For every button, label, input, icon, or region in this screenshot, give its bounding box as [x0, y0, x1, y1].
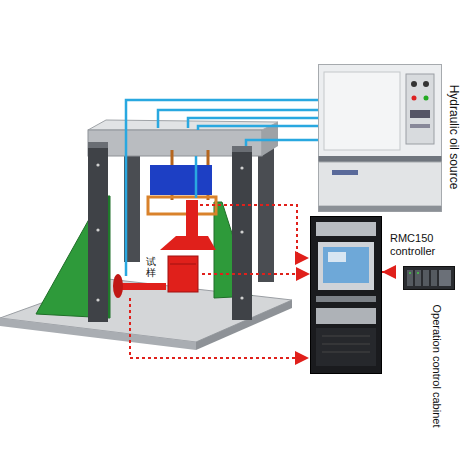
controller-device-picture [431, 270, 437, 286]
hydraulic-oil-source-picture [410, 124, 430, 128]
hydraulic-oil-source-picture [319, 156, 442, 162]
control-cabinet-picture [316, 308, 376, 324]
actuator-frame [113, 150, 216, 298]
control-cabinet-picture [318, 242, 374, 290]
hydraulic-oil-source-picture [319, 206, 442, 212]
signal-line [130, 205, 309, 358]
specimen-label: 试样 [146, 256, 156, 278]
hydraulic-oil-source-picture [324, 72, 400, 150]
control-cabinet-picture [316, 328, 376, 366]
support-brace [36, 196, 252, 318]
controller-device-picture [439, 270, 451, 286]
hydraulic-oil-source-picture [423, 81, 429, 87]
hydraulic-oil-source-picture [319, 162, 442, 206]
signal-line [130, 298, 309, 358]
hydraulic-oil-source: Hydraulic oil source [318, 64, 442, 212]
actuator-disk [113, 274, 123, 298]
hydraulic-oil-source-picture [318, 64, 442, 212]
orange-frame [148, 197, 216, 214]
specimen-box-picture [170, 264, 196, 265]
controller-device-picture [407, 270, 413, 286]
vertical-actuator [186, 200, 198, 238]
signal-line [200, 205, 309, 258]
controller-device-picture [417, 272, 419, 274]
load-plate [160, 236, 216, 250]
hydraulic-oil-source-picture [332, 170, 358, 175]
front-column [88, 142, 108, 148]
device-label: Hydraulic oil source [447, 85, 461, 190]
control-cabinet-picture [323, 247, 369, 283]
bolt [96, 228, 99, 231]
hydraulic-oil-source-picture [319, 65, 442, 212]
controller-device-picture [409, 272, 411, 274]
bolt [240, 296, 243, 299]
specimen-box-picture [166, 252, 200, 296]
controller-device-picture [423, 270, 429, 286]
hydraulic-oil-source-picture [411, 81, 417, 87]
control-cabinet-picture [310, 216, 382, 374]
actuator-block [150, 165, 212, 195]
front-column [232, 146, 252, 152]
controller-device: RMC150 controller [390, 232, 458, 292]
hydraulic-oil-source-picture [406, 74, 434, 144]
front-column [232, 146, 252, 320]
control-cabinet-picture [322, 352, 370, 353]
hydraulic-line [246, 140, 318, 146]
control-cabinet: Operation control cabinet [310, 216, 382, 374]
back-column [258, 140, 274, 282]
hydraulic-line [198, 126, 318, 130]
control-cabinet-picture [316, 296, 376, 302]
hydraulic-line [195, 156, 198, 198]
specimen-box: 试样 [142, 252, 202, 296]
bolt [96, 163, 99, 166]
control-cabinet-picture [328, 252, 346, 262]
hydraulic-oil-source-picture [410, 110, 430, 118]
device-label: Operation control cabinet [430, 305, 443, 428]
signal-connector [202, 273, 310, 275]
device-label: RMC150 controller [390, 232, 454, 258]
label-holder: Operation control cabinet [429, 305, 447, 428]
control-cabinet-picture [311, 217, 382, 374]
signal-connector [382, 271, 390, 273]
front-column [88, 142, 108, 322]
hydraulic-line [126, 100, 318, 276]
bolt [240, 230, 243, 233]
control-cabinet-picture [316, 222, 376, 236]
hydraulic-line [126, 100, 318, 276]
bolt [96, 298, 99, 301]
control-cabinet-picture [322, 344, 370, 345]
front-column [88, 142, 252, 322]
control-cabinet-picture [322, 336, 370, 337]
controller-device-picture [404, 267, 455, 290]
specimen-box-picture [168, 256, 198, 292]
controller-device-picture [403, 266, 455, 290]
label-holder: Hydraulic oil source [446, 85, 464, 190]
hydraulic-oil-source-picture [424, 96, 429, 101]
hydraulic-oil-source-picture [412, 96, 417, 101]
base-plate [0, 318, 196, 350]
controller-device-picture [415, 270, 421, 286]
bolt [240, 166, 243, 169]
